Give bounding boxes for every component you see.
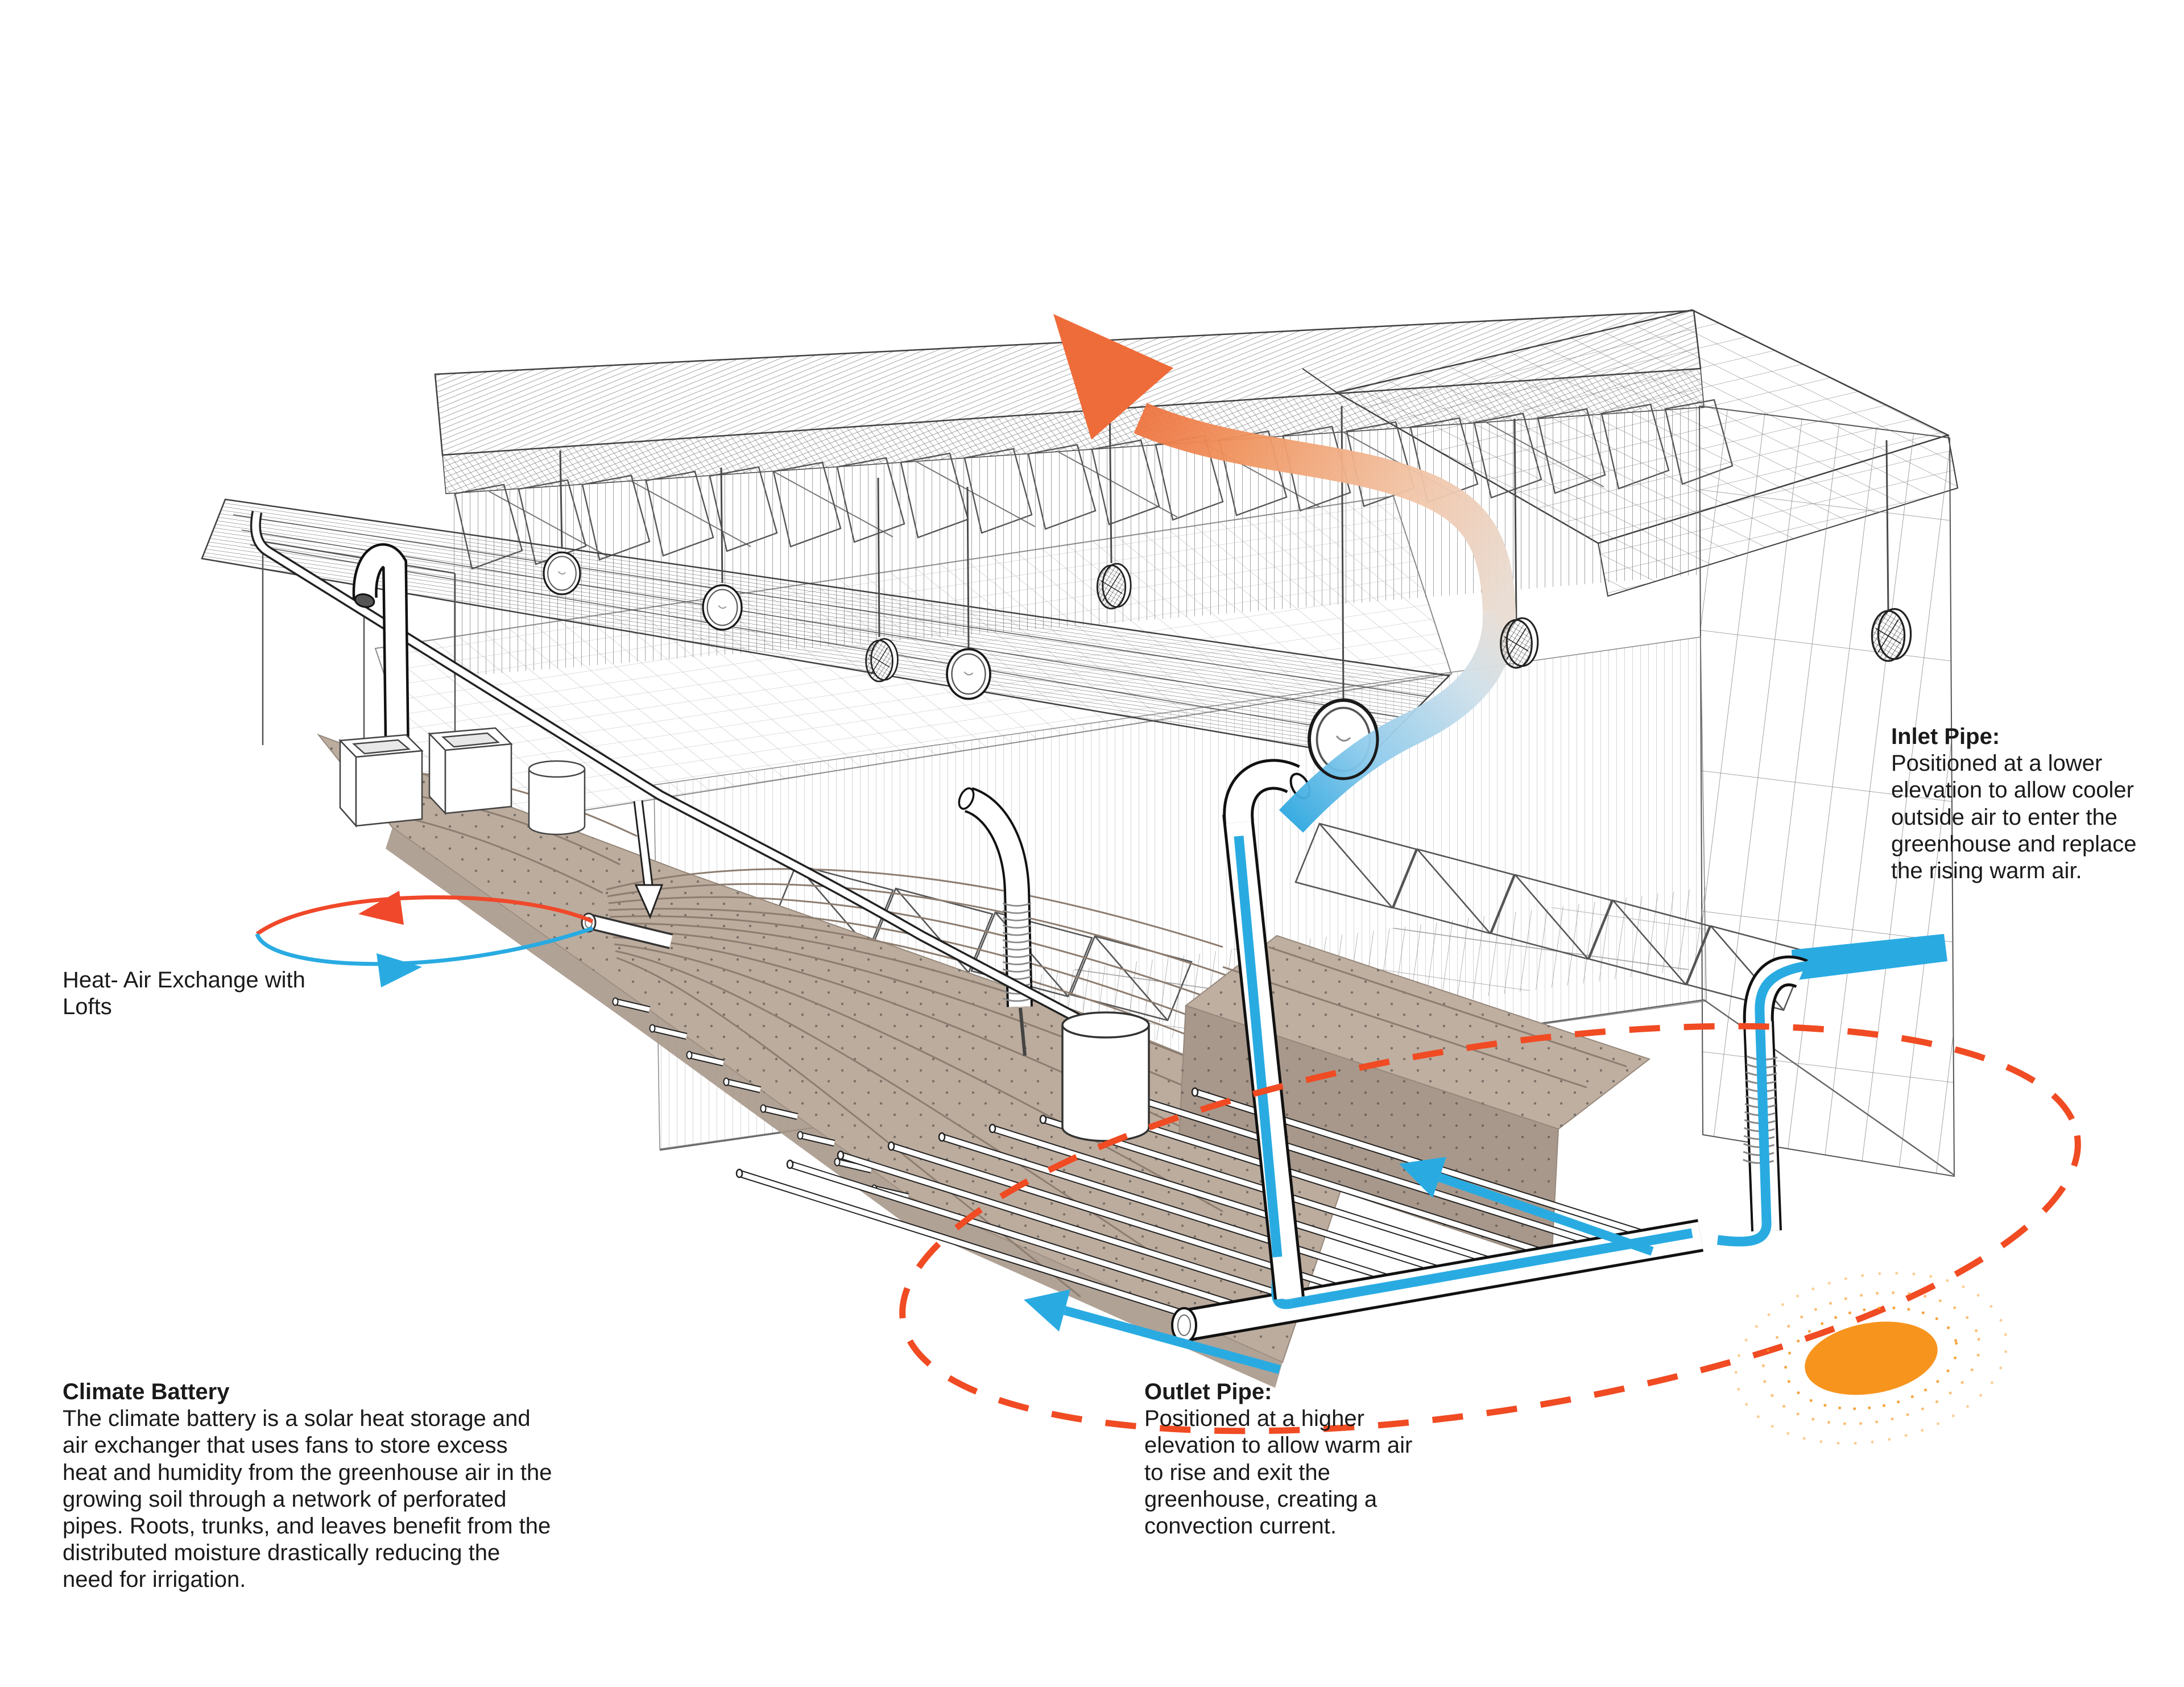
- climate-battery-title: Climate Battery: [63, 1379, 230, 1404]
- collector-tube: [581, 912, 673, 949]
- warm-air-arrow: [1053, 314, 1516, 833]
- gooseneck-pipe: [958, 787, 1033, 1056]
- climate-battery-text: The climate battery is a solar heat stor…: [63, 1406, 552, 1593]
- roof-hatched-band: [434, 309, 1705, 494]
- j-pipe: [352, 543, 410, 750]
- soil-funnel-pipe: [633, 800, 664, 919]
- circulation-fans: [543, 399, 1912, 779]
- outlet-pipe-title: Outlet Pipe:: [1144, 1379, 1272, 1404]
- warm-air-arrowhead: [1053, 314, 1173, 440]
- cool-air-arrows: [1024, 1157, 1654, 1374]
- fan-disc-icon: [865, 638, 899, 683]
- fan-ring-icon: [543, 551, 581, 596]
- outlet-pipe-text: Positioned at a higher elevation to allo…: [1144, 1406, 1413, 1539]
- inlet-pipe-label: Inlet Pipe: Positioned at a lower elevat…: [1891, 723, 2184, 884]
- inlet-pipe: [1716, 934, 1947, 1247]
- inlet-pipe-title: Inlet Pipe:: [1891, 724, 2000, 749]
- barrel: [1061, 1011, 1150, 1142]
- greenhouse-wireframe: [201, 309, 1959, 1177]
- heat-exchange-text: Heat- Air Exchange with Lofts: [63, 967, 305, 1020]
- sun-icon: [1734, 1271, 2008, 1445]
- convection-cycle-ellipse: [899, 1023, 2081, 1434]
- inlet-pipe-text: Positioned at a lower elevation to allow…: [1891, 751, 2137, 883]
- thin-duct: [250, 511, 1082, 1024]
- climate-battery-label: Climate Battery The climate battery is a…: [63, 1379, 609, 1594]
- loft-exchange-loop: [255, 891, 594, 987]
- outlet-pipe-label: Outlet Pipe: Positioned at a higher elev…: [1144, 1379, 1486, 1540]
- planter-boxes: [338, 727, 586, 836]
- heat-exchange-label: Heat- Air Exchange with Lofts: [63, 967, 358, 1020]
